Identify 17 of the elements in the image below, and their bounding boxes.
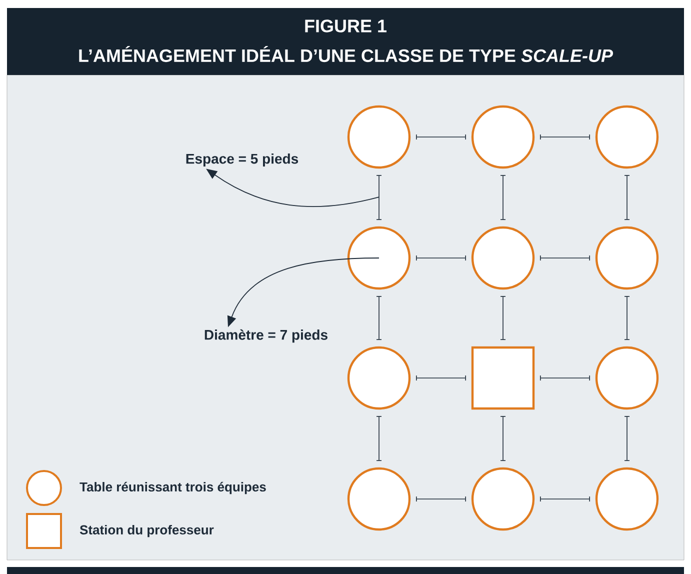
station-square	[471, 346, 535, 410]
table-circle	[347, 226, 411, 290]
table-circle	[347, 346, 411, 410]
table-circle	[471, 467, 535, 531]
legend-text: Table réunissant trois équipes	[80, 482, 266, 494]
table-circle	[595, 105, 659, 169]
table-circle	[471, 105, 535, 169]
table-circle	[471, 226, 535, 290]
title-banner: FIGURE 1 L’AMÉNAGEMENT IDÉAL D’UNE CLASSE DE TYPE SCALE-UP	[7, 8, 684, 75]
table-circle	[347, 105, 411, 169]
table-circle	[595, 467, 659, 531]
dimension-label: Espace = 5 pieds	[186, 153, 298, 167]
dimension-label: Diamètre = 7 pieds	[204, 329, 328, 343]
table-circle	[595, 346, 659, 410]
table-circle	[595, 226, 659, 290]
table-circle	[347, 467, 411, 531]
legend-text: Station du professeur	[80, 524, 214, 538]
